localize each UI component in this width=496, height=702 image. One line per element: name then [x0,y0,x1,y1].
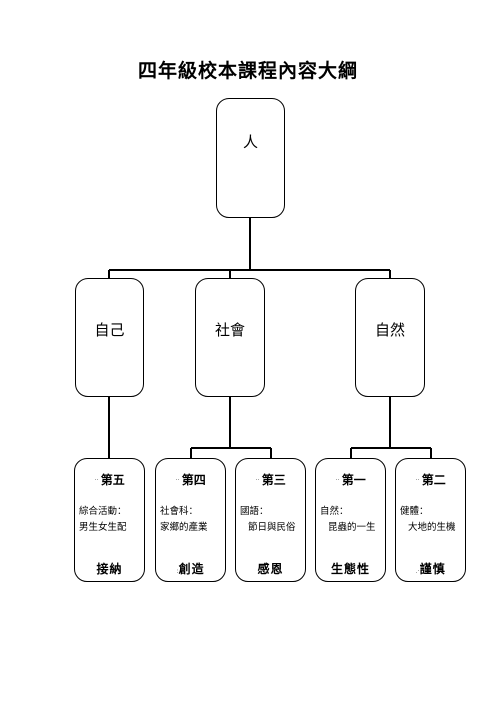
unit-subject: 綜合活動： [79,506,127,517]
unit-heading: ··第四 [175,473,206,487]
unit-subject: 健體： [400,506,429,517]
unit-node-2: ··第二 健體： 大地的生機 .·謹慎 [395,458,466,582]
unit-description: 社會科： 家鄉的產業 [160,504,223,536]
root-label: 人 [242,133,258,151]
unit-topic: 家鄉的產業 [160,522,208,533]
unit-heading: ··第五 [94,473,125,487]
unit-heading: ··第三 [255,473,286,487]
category-node-nature: 自然 [355,278,425,397]
unit-subject: 國語： [240,506,269,517]
unit-topic: 男生女生配 [79,522,127,533]
unit-theme: 接納 [96,562,123,576]
unit-subject: 社會科： [160,506,199,517]
unit-description: 綜合活動： 男生女生配 [79,504,142,536]
category-node-self: 自己 [75,278,144,397]
unit-description: 健體： 大地的生機 [400,504,463,536]
unit-heading: ··第一 [335,473,366,487]
unit-description: 自然： 昆蟲的一生 [320,504,383,536]
unit-theme: 生態性 [330,562,370,576]
category-label: 社會 [214,321,245,339]
unit-description: 國語： 節日與民俗 [240,504,303,536]
category-node-society: 社會 [195,278,265,397]
unit-node-3: ··第三 國語： 節日與民俗 感恩 [235,458,306,582]
unit-heading: ··第二 [415,473,446,487]
category-label: 自然 [374,321,405,339]
unit-subject: 自然： [320,506,349,517]
unit-topic: 節日與民俗 [248,522,296,533]
unit-node-1: ··第一 自然： 昆蟲的一生 生態性 [315,458,386,582]
unit-node-5: ··第五 綜合活動： 男生女生配 接納 [74,458,145,582]
unit-topic: 昆蟲的一生 [328,522,376,533]
unit-node-4: ··第四 社會科： 家鄉的產業 :創造 [155,458,226,582]
unit-topic: 大地的生機 [408,522,456,533]
unit-theme: :創造 [176,562,205,576]
root-node: 人 [216,98,285,218]
unit-theme: .·謹慎 [415,562,446,576]
unit-theme: 感恩 [257,562,284,576]
page-title: 四年級校本課程內容大綱 [137,60,358,82]
category-label: 自己 [94,321,125,339]
